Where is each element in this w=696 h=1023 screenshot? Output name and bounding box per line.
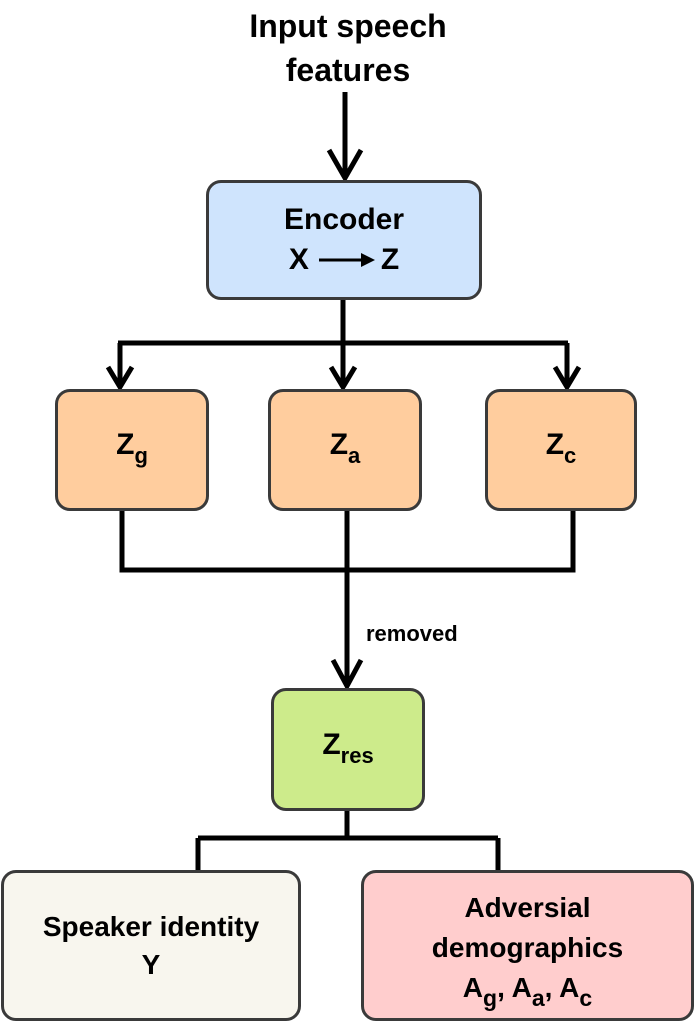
- encoder-mapping: X Z: [289, 240, 399, 280]
- latent-label-zg: Zg: [116, 428, 148, 468]
- latent-box-za: Za: [268, 389, 422, 511]
- arrowhead-za: [328, 365, 358, 392]
- edge-label-removed: removed: [366, 621, 458, 646]
- residual-label: Zres: [322, 727, 374, 768]
- encoder-box: Encoder X Z: [206, 180, 482, 300]
- attr-ac: Ac: [559, 972, 593, 1011]
- adversarial-line-1: Adversial: [464, 892, 591, 923]
- mapping-arrow-icon: [318, 253, 375, 267]
- encoder-output-symbol: Z: [380, 243, 400, 276]
- adversarial-attributes: Ag, Aa, Ac: [462, 968, 593, 1011]
- title-line-2: features: [285, 52, 411, 88]
- adversarial-line-2: demographics: [431, 932, 624, 963]
- arrowhead-zc: [552, 365, 582, 392]
- arrowhead-zg: [105, 365, 135, 392]
- latent-label-zc: Zc: [545, 428, 577, 468]
- attr-ag: Ag,: [462, 972, 505, 1011]
- latent-box-zg: Zg: [55, 389, 209, 511]
- title-line-1: Input speech: [249, 8, 447, 44]
- attr-aa: Aa,: [511, 972, 553, 1011]
- speaker-identity-box: Speaker identity Y: [1, 870, 301, 1021]
- speaker-line-1: Speaker identity: [42, 910, 260, 942]
- arrowhead-zres: [330, 658, 364, 692]
- adversarial-demographics-box: Adversial demographics Ag, Aa, Ac: [361, 870, 694, 1021]
- encoder-title: Encoder: [283, 203, 405, 236]
- arrowhead-encoder: [326, 148, 364, 184]
- latent-label-za: Za: [329, 428, 361, 468]
- speaker-line-2: Y: [141, 948, 161, 980]
- residual-box: Zres: [271, 688, 425, 811]
- input-features-title: Input speech features: [178, 4, 518, 92]
- encoder-input-symbol: X: [288, 243, 309, 276]
- latent-box-zc: Zc: [485, 389, 637, 511]
